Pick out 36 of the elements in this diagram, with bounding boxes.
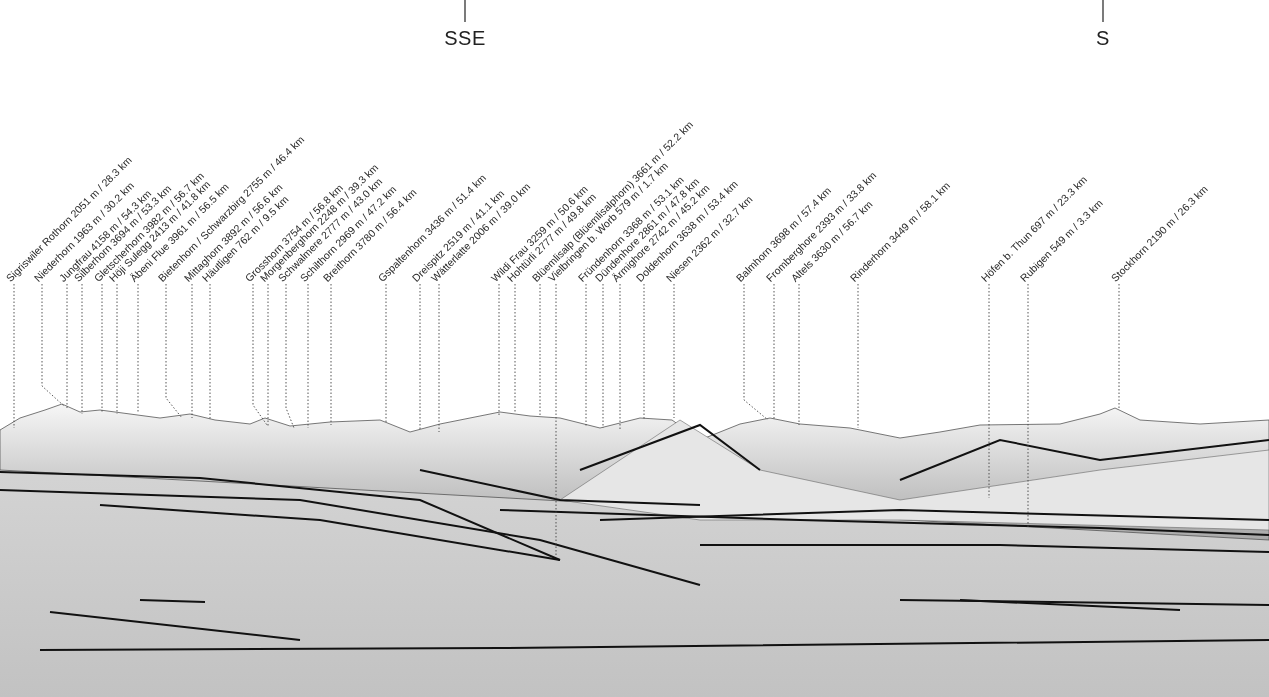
leader-line xyxy=(798,283,800,426)
compass-direction-label: S xyxy=(1096,27,1110,50)
leader-line xyxy=(673,283,675,419)
leader-line xyxy=(1027,283,1029,529)
leader-line xyxy=(619,283,621,431)
leader-line xyxy=(555,283,557,557)
leader-line xyxy=(81,283,83,415)
leader-line xyxy=(191,283,193,419)
leader-line xyxy=(137,283,139,413)
leader-line xyxy=(419,283,421,431)
leader-line xyxy=(252,283,268,426)
leader-line xyxy=(643,283,645,421)
leader-line xyxy=(773,283,775,421)
leader-line xyxy=(66,283,68,411)
leader-line xyxy=(385,283,387,423)
leader-line xyxy=(539,283,541,416)
leader-line xyxy=(988,283,990,499)
leader-line xyxy=(41,283,65,407)
leader-line xyxy=(1118,283,1120,411)
leader-line xyxy=(498,283,500,416)
leader-line xyxy=(438,283,440,433)
leader-line xyxy=(330,283,332,426)
leader-line xyxy=(857,283,859,429)
leader-line xyxy=(585,283,587,427)
leader-line xyxy=(285,283,295,429)
leader-line xyxy=(602,283,604,429)
leader-line xyxy=(267,283,269,427)
leader-line xyxy=(13,283,15,429)
leader-line xyxy=(165,283,183,419)
leader-line xyxy=(307,283,309,429)
leader-line xyxy=(101,283,103,413)
compass-direction-label: SSE xyxy=(444,27,486,50)
leader-line xyxy=(514,283,516,414)
leader-line xyxy=(209,283,211,421)
leader-line xyxy=(116,283,118,415)
leader-line xyxy=(743,283,769,421)
